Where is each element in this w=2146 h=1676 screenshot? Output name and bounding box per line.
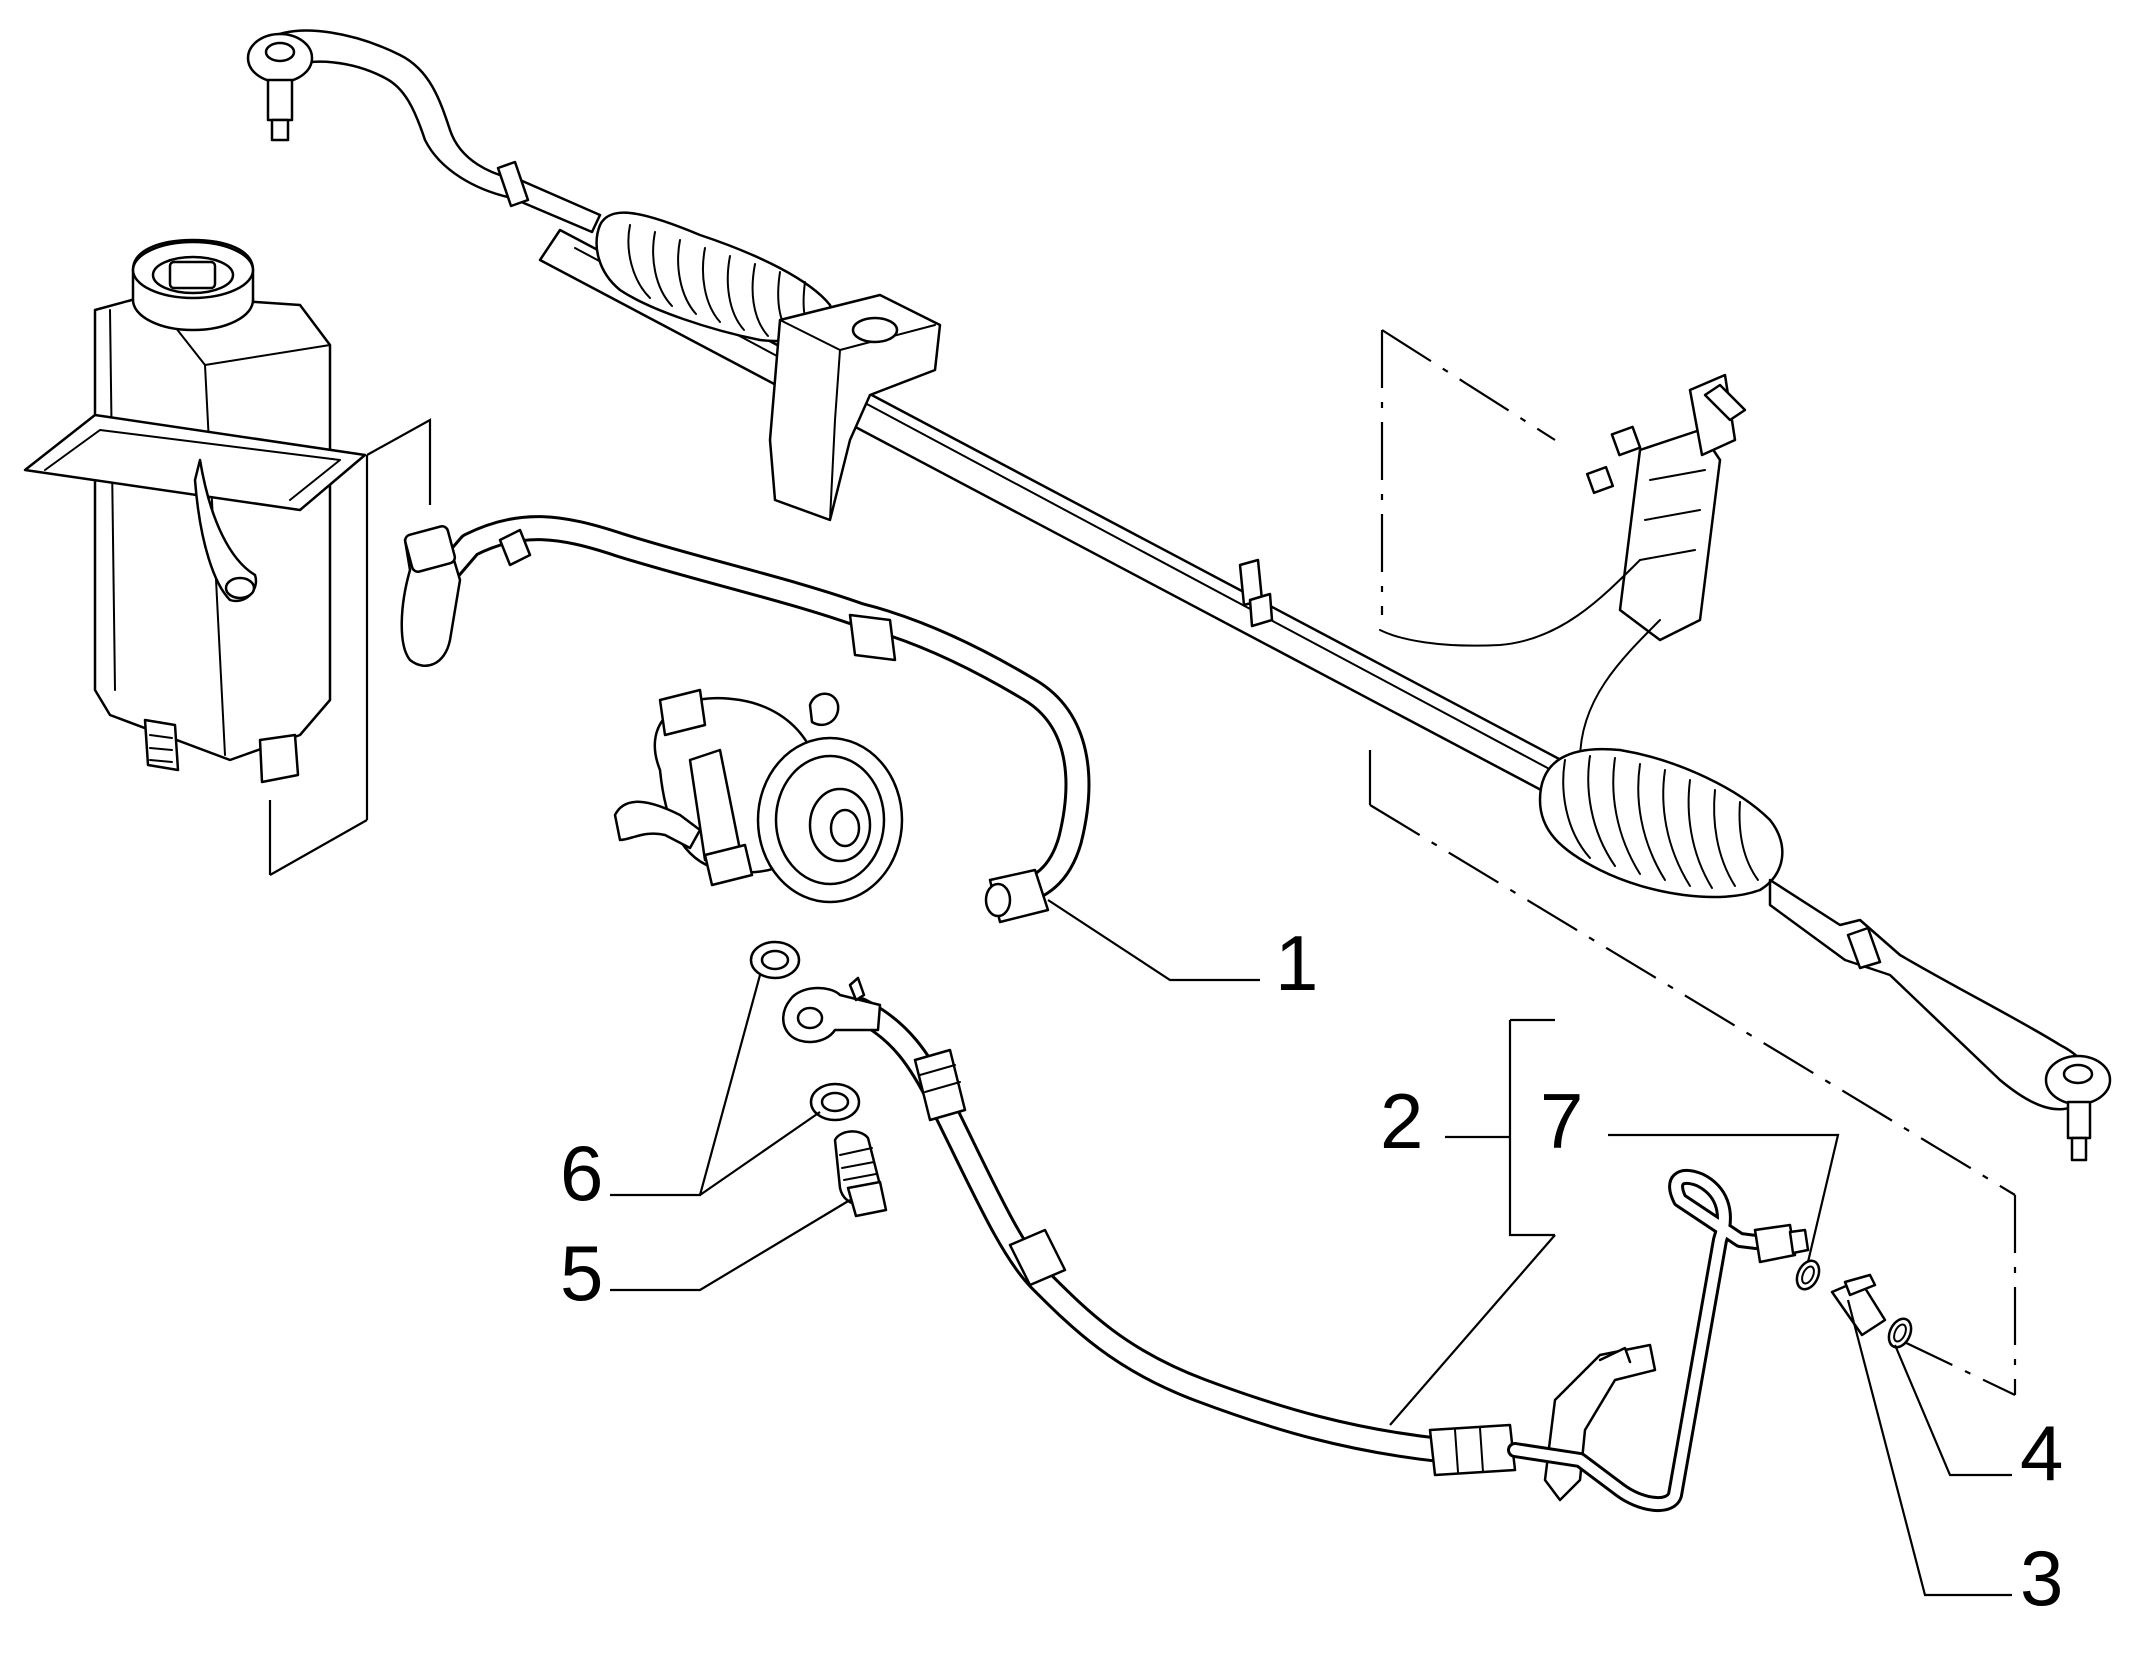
rack-mounting-clamp bbox=[768, 293, 942, 522]
leader-lines bbox=[610, 899, 2012, 1597]
callout-labels: 1 2 3 4 5 6 7 bbox=[560, 919, 2063, 1622]
steering-rack bbox=[246, 29, 2112, 1162]
sealing-washer-part-6-upper bbox=[749, 940, 801, 980]
callout-3: 3 bbox=[2020, 1534, 2063, 1622]
o-ring-part-7 bbox=[1795, 1259, 1821, 1291]
reservoir-boundary-lines bbox=[268, 418, 432, 876]
callout-5: 5 bbox=[560, 1229, 603, 1317]
lower-tie-rod bbox=[1768, 878, 2112, 1162]
callout-4: 4 bbox=[2020, 1409, 2063, 1497]
o-ring-part-4 bbox=[1887, 1317, 1913, 1349]
assembly-boundary-dashes bbox=[1368, 329, 2017, 1396]
power-steering-pump bbox=[613, 688, 904, 904]
sealing-washer-part-6-lower bbox=[809, 1082, 861, 1122]
lower-bellows-boot bbox=[1538, 747, 1784, 899]
callout-6: 6 bbox=[560, 1129, 603, 1217]
callout-2: 2 bbox=[1380, 1077, 1423, 1165]
callout-7: 7 bbox=[1540, 1077, 1583, 1165]
adapter-fitting-part-3 bbox=[1830, 1273, 1887, 1337]
pressure-hose-part-2 bbox=[782, 976, 1810, 1513]
upper-tie-rod bbox=[246, 29, 602, 234]
rack-stud bbox=[1238, 558, 1274, 628]
return-hose-part-1 bbox=[400, 515, 1091, 924]
callout-1: 1 bbox=[1275, 919, 1318, 1007]
pinion-valve-housing bbox=[1379, 373, 1747, 761]
banjo-bolt-part-5 bbox=[833, 1130, 888, 1218]
fluid-reservoir bbox=[23, 238, 367, 784]
